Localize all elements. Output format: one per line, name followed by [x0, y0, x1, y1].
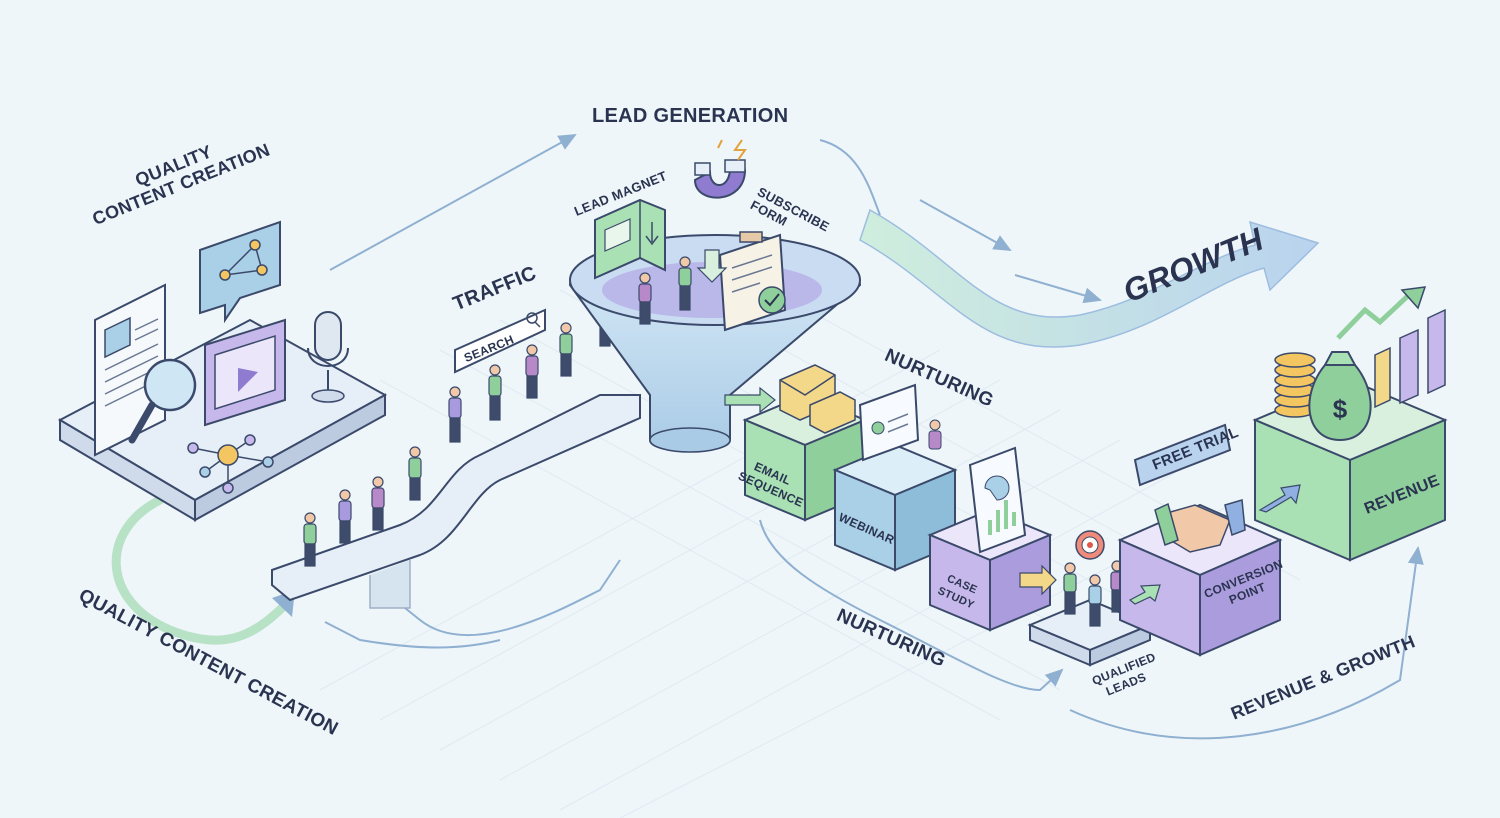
handshake-icon — [1154, 499, 1246, 553]
content-loop-arrow — [111, 495, 290, 645]
growth-arrow — [859, 208, 1320, 348]
lead-generation-label: LEAD GENERATION — [592, 105, 789, 127]
free-trial-tag-icon — [1133, 423, 1232, 487]
down-arrow-icon — [696, 249, 728, 283]
connector-arrows — [724, 386, 1301, 605]
network-icon — [187, 434, 274, 494]
magnet-icon — [693, 139, 747, 199]
bar-chart-icon — [1336, 286, 1446, 409]
money-bag-icon: $ — [1308, 351, 1372, 442]
chat-bubble-icon — [199, 220, 281, 324]
presentation-icon — [858, 383, 942, 462]
target-icon — [1075, 530, 1105, 560]
magnifier-icon — [128, 358, 197, 444]
video-player-icon — [204, 318, 286, 427]
envelope-icon — [779, 364, 856, 434]
search-bar-icon — [454, 308, 546, 374]
microphone-icon — [307, 311, 349, 403]
clipboard-icon — [718, 231, 787, 332]
funnel-people — [638, 256, 692, 325]
report-icon — [968, 446, 1027, 554]
lead-magnet-book-icon — [594, 198, 666, 280]
traffic-ramp — [271, 394, 641, 609]
coins-icon — [1274, 352, 1316, 418]
svg-text:$: $ — [1333, 394, 1348, 424]
